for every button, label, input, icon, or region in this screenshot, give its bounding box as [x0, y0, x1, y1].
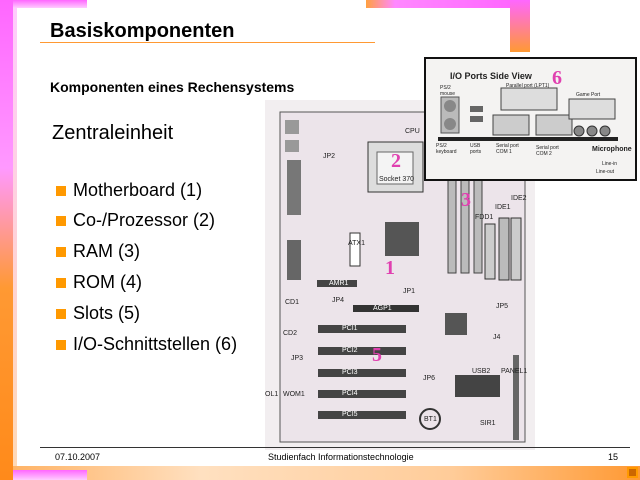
label-microphone: Microphone: [592, 146, 632, 153]
marker-5: 5: [372, 344, 382, 366]
bullet-square-icon: [56, 277, 66, 288]
bullet-text: Co-/Prozessor (2): [73, 210, 216, 230]
decor-left-bar: [0, 0, 13, 480]
decor-top-left: [13, 0, 87, 8]
footer-course: Studienfach Informationstechnologie: [268, 452, 414, 462]
label-cpu: CPU: [405, 128, 420, 135]
label-wom1: WOM1: [283, 391, 305, 398]
footer-date: 07.10.2007: [55, 452, 101, 462]
bullet-item: Motherboard (1): [56, 180, 202, 201]
label-ps2-mouse: PS/2 mouse: [440, 85, 456, 97]
io-ports-side-view: I/O Ports Side View 6 PS/2 mouse Paralle…: [424, 57, 637, 181]
label-com1: Serial port COM 1: [496, 143, 519, 155]
label-pci1: PCI1: [342, 325, 358, 332]
label-ide2: IDE2: [511, 195, 527, 202]
label-agp1: AGP1: [373, 305, 392, 312]
label-cd1: CD1: [285, 299, 300, 306]
label-usb2: USB2: [472, 368, 491, 375]
label-jp6: JP6: [423, 375, 436, 382]
title-underline: [40, 42, 375, 43]
footer-page-number: 15: [608, 452, 619, 462]
bullet-text: ROM (4): [73, 272, 142, 292]
bullet-square-icon: [56, 308, 66, 319]
bullet-item: ROM (4): [56, 272, 142, 293]
label-jp5: JP5: [496, 303, 509, 310]
label-game-port: Game Port: [576, 92, 601, 98]
label-sir1: SIR1: [480, 420, 496, 427]
label-cd2: CD2: [283, 330, 298, 337]
bullet-text: RAM (3): [73, 241, 140, 261]
label-usb-ports: USB ports: [470, 143, 482, 155]
label-fdd1: FDD1: [475, 214, 494, 221]
label-pci2: PCI2: [342, 347, 358, 354]
label-pci5: PCI5: [342, 411, 358, 418]
decor-bottom-left: [13, 470, 87, 480]
decor-right-block: [510, 0, 530, 52]
label-pci3: PCI3: [342, 369, 358, 376]
label-pci4: PCI4: [342, 390, 358, 397]
marker-1: 1: [385, 257, 395, 279]
bullet-item: RAM (3): [56, 241, 140, 262]
bullet-square-icon: [56, 246, 66, 257]
marker-3: 3: [461, 189, 471, 211]
section-heading: Zentraleinheit: [52, 122, 174, 144]
label-bt1: BT1: [424, 416, 437, 423]
marker-6: 6: [552, 67, 562, 89]
label-jp4: JP4: [332, 297, 345, 304]
bullet-square-icon: [56, 215, 66, 226]
bullet-text: I/O-Schnittstellen (6): [73, 334, 238, 354]
decor-top-right: [366, 0, 510, 8]
label-line-out: Line-out: [596, 169, 615, 175]
slide-subtitle: Komponenten eines Rechensystems: [50, 79, 295, 95]
label-parallel: Parallel port (LPT1): [506, 83, 550, 89]
label-amr1: AMR1: [329, 280, 349, 287]
decor-left-bar-light: [13, 0, 17, 480]
marker-2: 2: [391, 150, 401, 172]
bullet-square-icon: [56, 185, 66, 196]
slide-title: Basiskomponenten: [50, 20, 235, 42]
label-jp1: JP1: [403, 288, 416, 295]
bullet-item: Slots (5): [56, 303, 140, 324]
bullet-text: Slots (5): [73, 303, 141, 323]
label-ol1: OL1: [265, 391, 279, 398]
footer-divider: [40, 447, 630, 448]
bullet-item: I/O-Schnittstellen (6): [56, 334, 237, 355]
label-ide1: IDE1: [495, 204, 511, 211]
label-atx1: ATX1: [348, 240, 365, 247]
label-jp3: JP3: [291, 355, 304, 362]
label-ps2-keyboard: PS/2 keyboard: [436, 143, 457, 155]
io-title: I/O Ports Side View: [450, 71, 532, 81]
label-socket: Socket 370: [379, 176, 415, 183]
nav-icon[interactable]: [627, 467, 638, 478]
bullet-text: Motherboard (1): [73, 180, 203, 200]
label-panel1: PANEL1: [501, 368, 528, 375]
decor-bottom-band: [13, 466, 640, 480]
label-j4: J4: [493, 334, 501, 341]
bullet-item: Co-/Prozessor (2): [56, 210, 215, 231]
label-com2: Serial port COM 2: [536, 145, 559, 157]
label-jp2: JP2: [323, 153, 336, 160]
bullet-square-icon: [56, 339, 66, 350]
label-line-in: Line-in: [602, 161, 618, 167]
